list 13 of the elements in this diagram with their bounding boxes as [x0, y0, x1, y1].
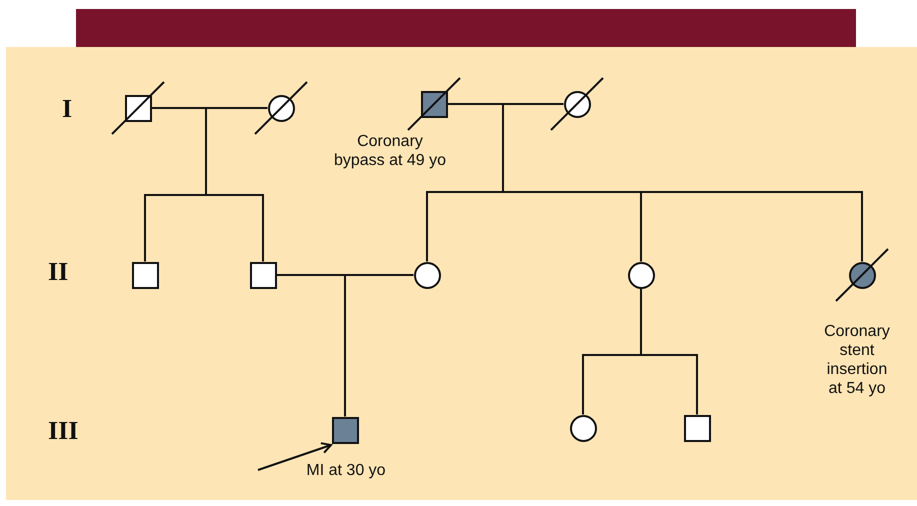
generation-label: III [48, 416, 78, 446]
generation-label: I [62, 94, 72, 124]
descent-line [344, 274, 414, 416]
proband-arrow [258, 442, 332, 471]
generation-label: II [48, 257, 68, 287]
male-symbol [250, 262, 276, 288]
annotation-text: Coronary bypass at 49 yo [333, 132, 447, 170]
descent-line [205, 107, 268, 262]
annotation-text: Coronary stent insertion at 54 yo [823, 322, 891, 398]
male-symbol [132, 262, 158, 288]
male-symbol [124, 94, 152, 122]
annotation-text: MI at 30 yo [305, 461, 387, 480]
male-symbol [684, 414, 710, 442]
